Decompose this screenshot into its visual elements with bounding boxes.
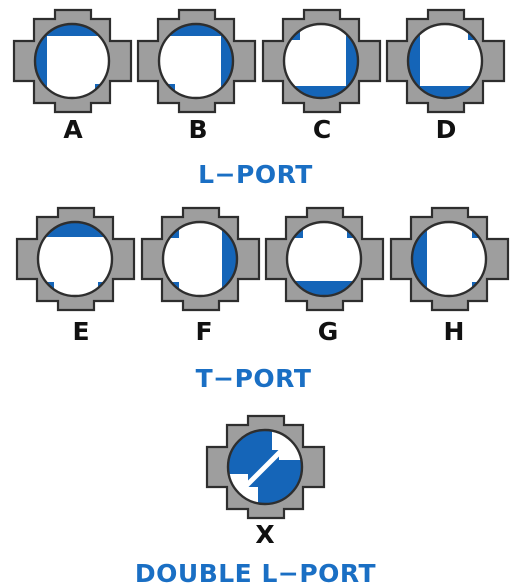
valve-b-label: B [188,115,208,144]
valve-f-label: F [195,317,213,346]
t-port-title: T−PORT [195,364,312,393]
valve-c-l-port-icon [261,8,382,114]
valve-c-label: C [312,115,332,144]
valve-e-label: E [72,317,90,346]
valve-x-double-l-port-icon [205,414,326,520]
double-l-port-title: DOUBLE L−PORT [134,559,377,588]
valve-a-label: A [63,115,83,144]
valve-g-t-port-icon [264,206,385,312]
valve-x-label: X [255,520,275,549]
l-port-title: L−PORT [198,160,313,189]
valve-d-label: D [435,115,457,144]
valve-a-l-port-icon [12,8,133,114]
valve-f-t-port-icon [140,206,261,312]
valve-g-label: G [317,317,339,346]
valve-e-t-port-icon [15,206,136,312]
valve-h-t-port-icon [389,206,510,312]
valve-b-l-port-icon [136,8,257,114]
valve-h-label: H [443,317,465,346]
valve-d-l-port-icon [385,8,506,114]
